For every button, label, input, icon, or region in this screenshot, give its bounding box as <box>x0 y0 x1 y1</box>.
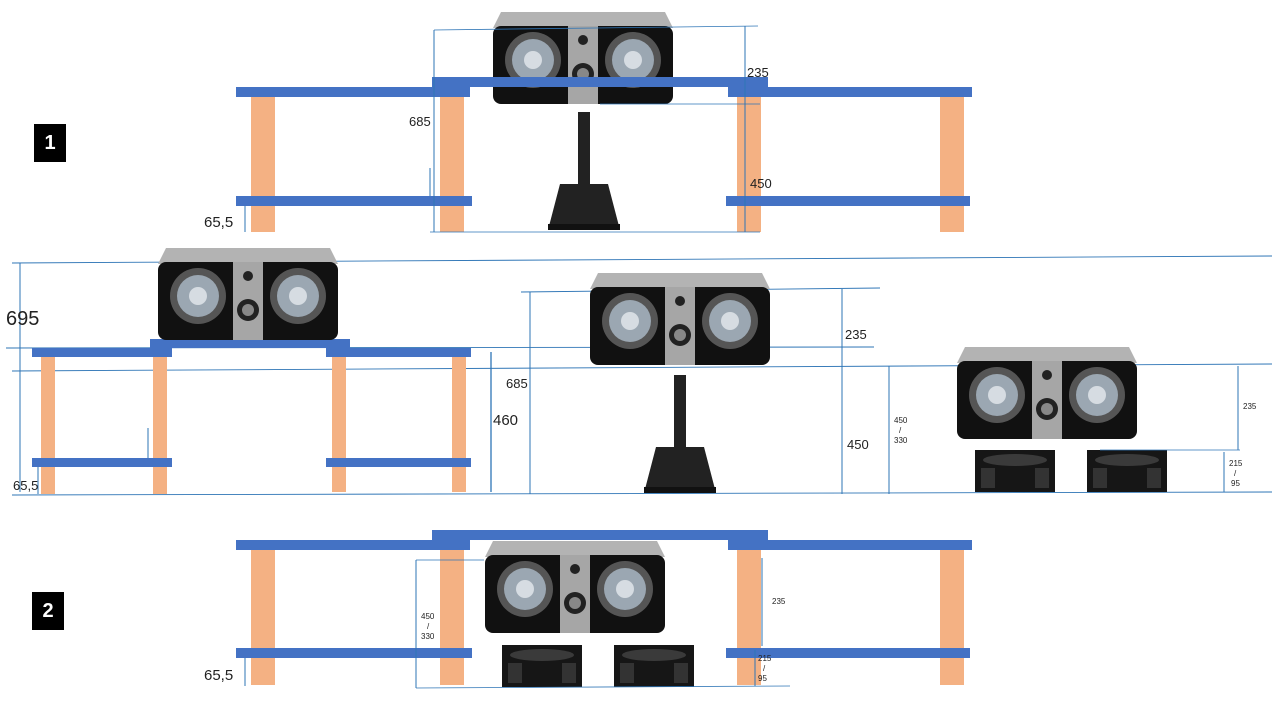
right-unit-leg-right <box>940 90 964 232</box>
shelf-right-top <box>326 348 471 357</box>
m-speaker-dimension: 235 <box>845 327 867 342</box>
m-iso-speaker: 235 <box>1243 402 1257 411</box>
m-base-dimension: 65,5 <box>13 478 38 493</box>
c1-stand-dimension: 450 <box>750 176 772 191</box>
c2-speaker: 235 <box>772 597 786 606</box>
right-unit-top-shelf <box>728 87 972 97</box>
m-iso-b: 95 <box>1231 479 1240 488</box>
m-stand-dimension: 450 <box>847 437 869 452</box>
m-total-dimension: 695 <box>6 308 39 330</box>
left-unit-leg-right <box>440 90 464 232</box>
right-unit-bottom-shelf <box>726 196 970 206</box>
speaker-on-iso-pads <box>957 347 1137 439</box>
configuration-1-diagram: 65,5 685 235 450 <box>204 12 972 233</box>
c2-total-b: 330 <box>421 632 435 641</box>
c2-iso-sep: / <box>763 664 766 673</box>
m-iso-sep: / <box>1234 469 1237 478</box>
m-iso-total-b: 330 <box>894 436 908 445</box>
m-stand-total-dimension: 685 <box>506 376 528 391</box>
m-shelf-dimension: 460 <box>493 412 518 429</box>
shelf-left-bottom <box>32 458 172 467</box>
configuration-1-badge: 1 <box>34 124 66 162</box>
speaker-on-shelf <box>158 248 338 340</box>
configuration-2-badge: 2 <box>32 592 64 630</box>
bridge-shelf <box>432 77 768 87</box>
bridge-shelf-middle <box>150 339 350 348</box>
speaker-on-stand <box>590 273 770 365</box>
shelf-left-top <box>32 348 172 357</box>
shelf-right-bottom <box>326 458 471 467</box>
m-iso-a: 215 <box>1229 459 1243 468</box>
left-unit-top-shelf <box>236 87 470 97</box>
left-unit-bottom-shelf <box>236 196 472 206</box>
c2-iso-b: 95 <box>758 674 767 683</box>
m-iso-total-sep: / <box>899 426 902 435</box>
bridge-shelf-2 <box>432 530 768 540</box>
c2-total-a: 450 <box>421 612 435 621</box>
c1-speaker-dimension: 235 <box>747 65 769 80</box>
c2-total-sep: / <box>427 622 430 631</box>
m-iso-total-a: 450 <box>894 416 908 425</box>
configuration-2-diagram: 65,5 450 / 330 235 215 / 95 <box>204 530 972 689</box>
right-unit-leg-left <box>737 90 761 232</box>
left-unit-leg-left <box>251 90 275 232</box>
c1-height-dimension: 685 <box>409 114 431 129</box>
c1-base-dimension: 65,5 <box>204 214 233 231</box>
c2-iso-a: 215 <box>758 654 772 663</box>
comparison-diagram: 695 65,5 460 685 235 450 450 / 330 235 2… <box>5 248 1273 496</box>
c2-base-dimension: 65,5 <box>204 667 233 684</box>
